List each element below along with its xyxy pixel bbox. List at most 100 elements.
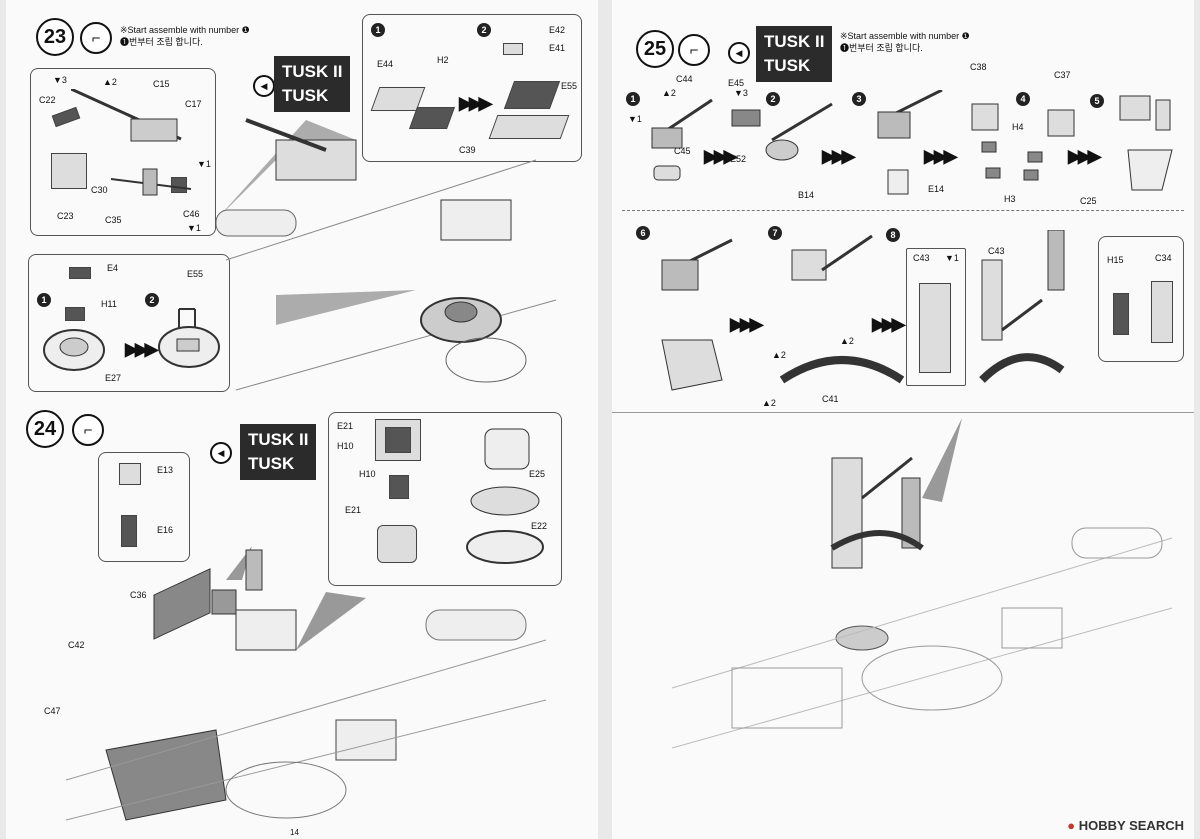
part-shape [503,43,523,55]
step-24-number: 24 [26,410,64,448]
step-25-number: 25 [636,30,674,68]
tag-line-2: TUSK [764,56,811,75]
order-marker: ▼1 [197,159,211,169]
order-marker: ▼3 [53,75,67,85]
section-line [612,412,1194,413]
version-tag-25: TUSK II TUSK [756,26,833,82]
part-label: E42 [549,25,566,35]
part-label: C35 [105,215,122,225]
part-shape [375,419,421,461]
detail-box-hatch-24: E13 E16 [98,452,190,562]
hull-drawing-23 [216,118,557,391]
part-label: E21 [337,421,354,431]
hull-drawing-25 [672,418,1173,749]
order-marker: ▼3 [734,88,748,98]
row1-drawing [651,90,1173,195]
part-label: C38 [970,62,987,72]
sub-step-8: 8 [886,228,900,242]
arrow-icon: ▶▶▶ [125,339,158,359]
part-label: E25 [529,469,546,479]
sub-step-6: 6 [636,226,650,240]
order-marker: ▼1 [945,253,959,263]
glue-icon: ⌐ [72,414,104,446]
step-23-number: 23 [36,18,74,56]
sub-step-2: 2 [766,92,780,106]
watermark-word: SEARCH [1129,818,1184,833]
part-label: C36 [130,590,147,600]
order-marker: ▼1 [187,223,201,233]
arrow-icon: ▶▶▶ [924,146,957,166]
part-label: E52 [730,154,747,164]
arrow-icon: ▶▶▶ [730,314,763,334]
part-label: E21 [345,505,362,515]
part-shape [1151,281,1173,343]
part-label: B14 [798,190,815,200]
tag-line-1: TUSK II [764,32,825,51]
part-label: E22 [531,521,548,531]
sub-step-7: 7 [768,226,782,240]
part-label: H3 [1004,194,1016,204]
part-shape [919,283,951,373]
version-tag-24: TUSK II TUSK [240,424,317,480]
part-shape [65,307,85,321]
part-label: C37 [1054,70,1071,80]
step-25-note-en: ※Start assemble with number ❶ [840,31,970,41]
part-label: C23 [57,211,74,221]
part-label: C39 [459,145,476,155]
section-divider [622,210,1184,211]
order-marker: ▲2 [662,88,676,98]
part-label: C17 [185,99,202,109]
sub-step-1: 1 [626,92,640,106]
tag-line-1: TUSK II [282,62,343,81]
part-label: E13 [157,465,174,475]
part-label: C46 [183,209,200,219]
part-label: H4 [1012,122,1024,132]
cupola-drawing [466,428,544,564]
order-marker: ▲2 [840,336,854,346]
view-direction-icon: ◀ [728,42,750,64]
part-label: H10 [337,441,354,451]
row2-drawing [661,230,1065,391]
hull-drawing-24 [66,546,547,821]
part-shape [119,463,141,485]
part-label: C41 [822,394,839,404]
tag-line-2: TUSK [248,454,295,473]
part-shape [377,525,417,563]
view-direction-icon: ◀ [253,75,275,97]
part-label: C43 [913,253,930,263]
part-label: C42 [68,640,85,650]
part-shape [51,153,87,189]
sub-step-1: 1 [371,23,385,37]
gun-drawing [71,89,192,196]
view-direction-icon: ◀ [210,442,232,464]
ring-drawing [43,329,105,371]
detail-box-cupola-24: E21 H10 H10 E21 E25 E22 [328,412,562,586]
watermark: ● HOBBY SEARCH [1067,818,1184,833]
step-23-note-ko: ❶번부터 조립 합니다. [120,37,203,47]
part-label: C22 [39,95,56,105]
part-label: E55 [187,269,204,279]
part-label: C34 [1155,253,1172,263]
part-label: H10 [359,469,376,479]
arrow-icon: ▶▶▶ [822,146,855,166]
sub-step-2: 2 [477,23,491,37]
part-label: E16 [157,525,174,535]
part-shape [121,515,137,547]
tag-line-1: TUSK II [248,430,309,449]
ring-drawing [158,308,220,368]
sub-step-5: 5 [1090,94,1104,108]
part-label: E41 [549,43,566,53]
detail-box-hatch: 1 2 E42 E41 E44 H2 E55 C39 ▶▶▶ [362,14,582,162]
part-label: E44 [377,59,394,69]
part-label: C25 [1080,196,1097,206]
tag-line-2: TUSK [282,86,329,105]
instruction-page-left: 23 ⌐ ※Start assemble with number ❶ ❶번부터 … [6,0,598,839]
sub-step-1: 1 [37,293,51,307]
arrow-icon: ▶▶▶ [872,314,905,334]
detail-box-shield: H15 C34 [1098,236,1184,362]
watermark-brand: HOBBY [1078,818,1126,833]
part-label: H2 [437,55,449,65]
step-23-note-en: ※Start assemble with number ❶ [120,25,250,35]
order-marker: ▼1 [628,114,642,124]
page-number: 14 [290,828,299,837]
